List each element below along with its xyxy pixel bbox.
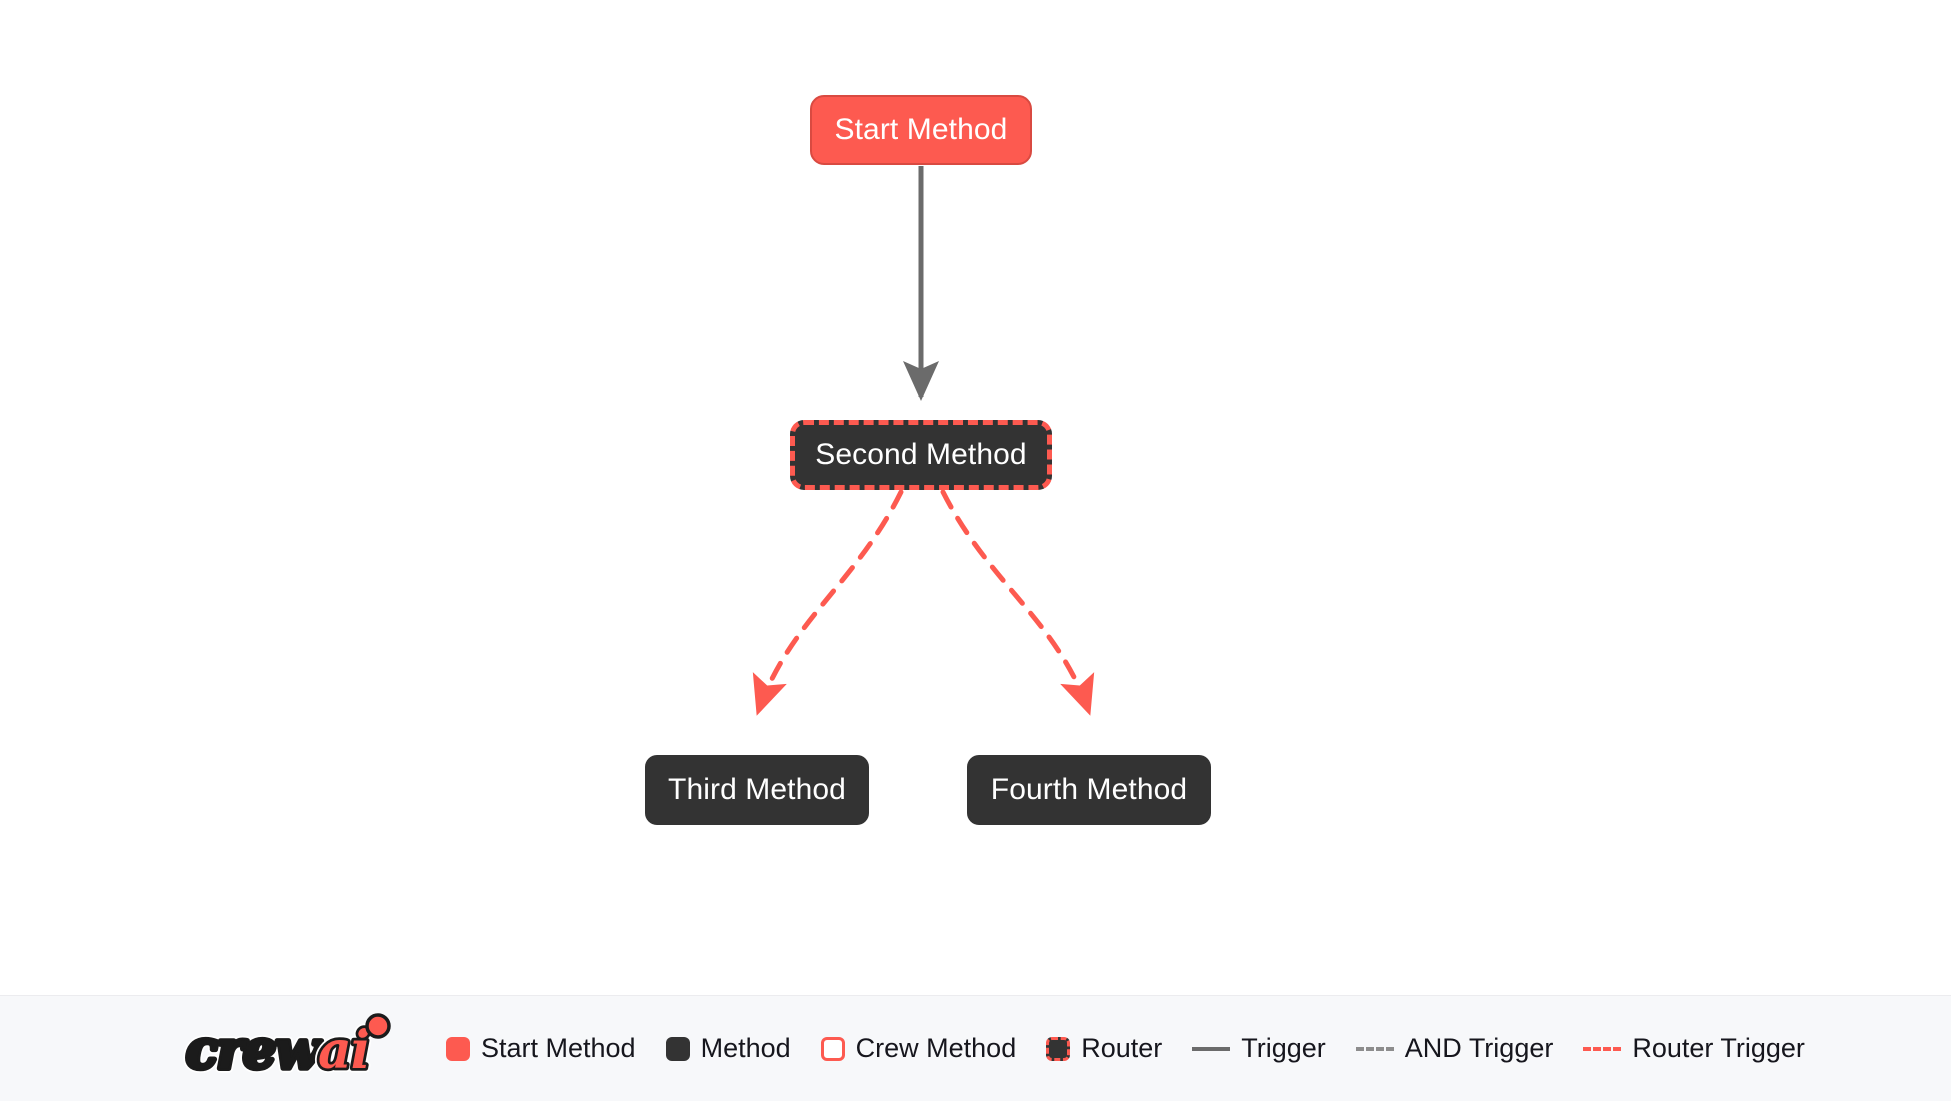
svg-text:crew: crew	[186, 1020, 322, 1081]
edge-second-to-third	[752, 489, 904, 716]
legend-item-and-trigger: AND Trigger	[1355, 1033, 1554, 1064]
and-trigger-line-icon	[1355, 1046, 1394, 1051]
legend-label: Router Trigger	[1632, 1033, 1805, 1063]
node-label: Fourth Method	[990, 773, 1188, 806]
svg-text:crew: crew	[186, 1020, 322, 1081]
legend-label: Method	[700, 1033, 791, 1063]
node-label: Third Method	[668, 773, 846, 806]
node-third-method[interactable]: Third Method	[645, 755, 869, 825]
node-fourth-method[interactable]: Fourth Method	[967, 755, 1211, 825]
svg-text:ai: ai	[318, 1020, 369, 1081]
router-trigger-line-icon	[1583, 1046, 1622, 1051]
start-method-swatch-icon	[446, 1036, 470, 1061]
method-swatch-icon	[665, 1036, 690, 1061]
flow-canvas[interactable]: Start Method Second Method Third Method …	[0, 0, 1951, 995]
legend-label: AND Trigger	[1404, 1033, 1554, 1063]
edge-second-to-fourth	[940, 489, 1095, 716]
svg-text:crew: crew	[186, 1020, 322, 1081]
svg-text:ai: ai	[318, 1020, 369, 1081]
router-swatch-icon	[1046, 1036, 1071, 1061]
node-second-method[interactable]: Second Method	[790, 420, 1052, 490]
node-label: Second Method	[815, 438, 1027, 471]
legend-label: Crew Method	[855, 1033, 1017, 1063]
logo-dot-icon	[365, 1012, 391, 1039]
legend-item-start-method: Start Method	[446, 1033, 636, 1064]
legend-label: Router	[1081, 1033, 1163, 1063]
node-label: Start Method	[834, 113, 1008, 146]
legend-item-trigger: Trigger	[1192, 1033, 1326, 1064]
node-start-method[interactable]: Start Method	[810, 95, 1032, 165]
legend-item-router: Router	[1046, 1033, 1162, 1064]
legend-bar: crew crew crew ai ai ai Start Method Met…	[0, 995, 1951, 1101]
legend-label: Start Method	[481, 1033, 636, 1063]
crewai-logo: crew crew crew ai ai ai	[182, 1012, 391, 1085]
trigger-line-icon	[1192, 1046, 1231, 1051]
legend-label: Trigger	[1241, 1033, 1326, 1063]
legend-item-method: Method	[665, 1033, 791, 1064]
svg-text:ai: ai	[318, 1020, 369, 1081]
edge-layer	[752, 166, 1095, 716]
legend-item-router-trigger: Router Trigger	[1583, 1033, 1805, 1064]
crew-method-swatch-icon	[820, 1036, 845, 1061]
legend-item-crew-method: Crew Method	[820, 1033, 1017, 1064]
